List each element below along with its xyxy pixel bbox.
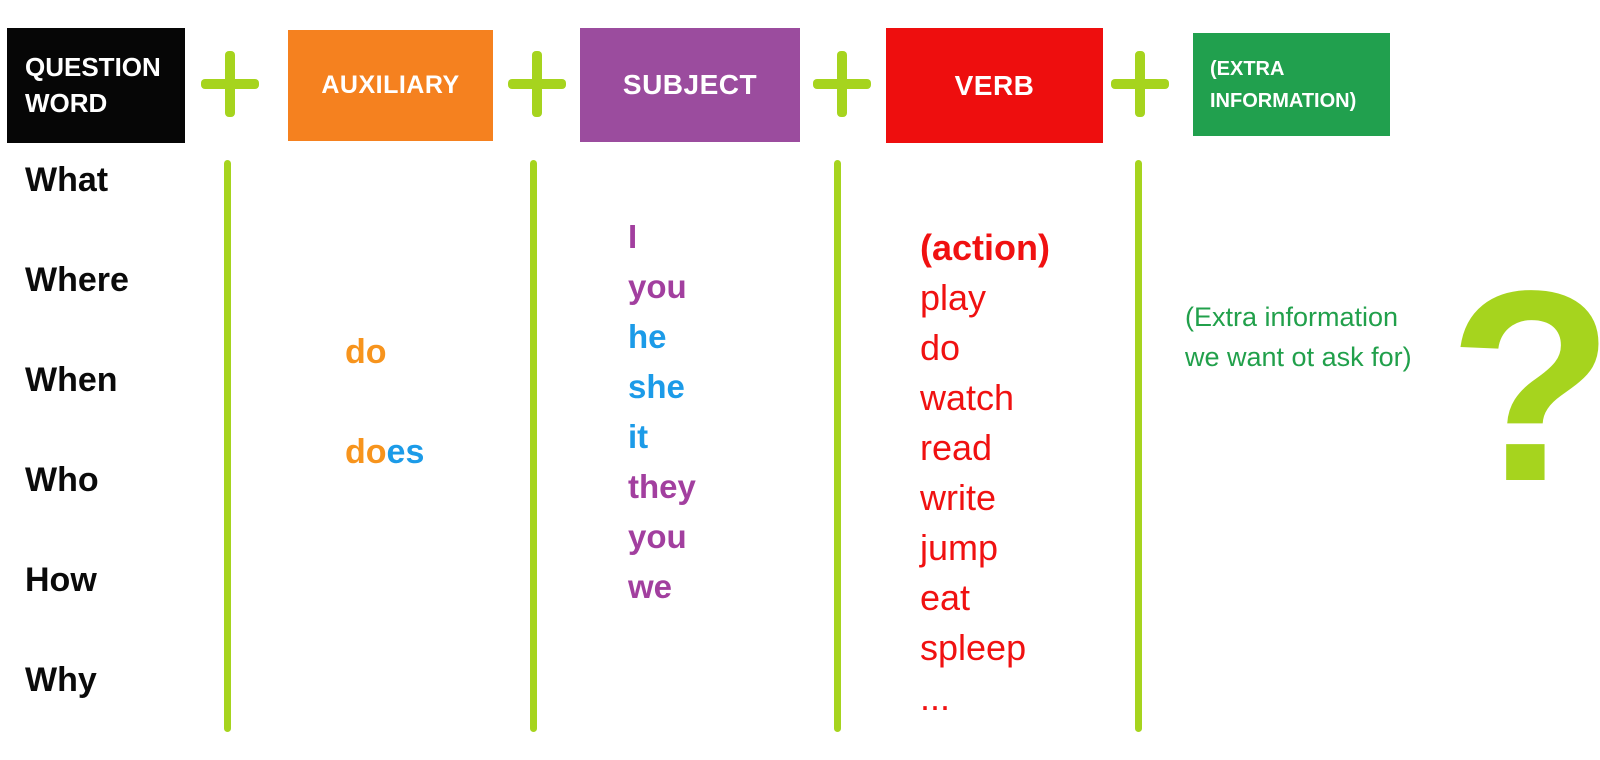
verb-item: ... (920, 677, 951, 718)
header-box-subject: SUBJECT (580, 28, 800, 142)
auxiliary-word-do: do (345, 327, 424, 427)
plus-icon (508, 51, 566, 117)
question-word: What (25, 161, 109, 199)
subject-pronoun: I (628, 218, 638, 255)
verb-item: jump (920, 527, 999, 568)
plus-icon (813, 51, 871, 117)
extra-information-note-line2: we want ot ask for) (1185, 342, 1412, 372)
auxiliary-word-does-stem: do (345, 433, 387, 471)
subject-pronoun: you (628, 268, 687, 305)
header-box-question-word-label: QUESTION WORD (25, 52, 161, 118)
plus-icon (1111, 51, 1169, 117)
verb-list: (action) play do watch read write jump e… (920, 223, 1050, 723)
plus-icon (201, 51, 259, 117)
verb-item: read (920, 427, 993, 468)
subject-pronoun: she (628, 368, 685, 405)
auxiliary-word-does-suffix: es (386, 433, 425, 471)
extra-information-note-line1: (Extra information (1185, 302, 1399, 332)
subject-pronoun: you (628, 518, 687, 555)
plus-icon-horizontal-bar (1111, 79, 1169, 89)
question-word: When (25, 361, 118, 399)
verb-item: play (920, 277, 987, 318)
question-word-list: What Where When Who How Why (25, 160, 129, 760)
column-divider (530, 160, 537, 732)
question-word: How (25, 561, 97, 599)
header-box-question-word: QUESTION WORD (7, 28, 185, 143)
header-box-verb-label: VERB (954, 69, 1035, 101)
verb-item: watch (920, 377, 1015, 418)
column-divider (224, 160, 231, 732)
header-box-verb: VERB (886, 28, 1103, 143)
header-box-auxiliary-label: AUXILIARY (321, 71, 460, 99)
question-word: Where (25, 261, 129, 299)
header-box-extra-information: (EXTRA INFORMATION) (1193, 33, 1390, 136)
verb-item: write (920, 477, 997, 518)
auxiliary-word-do-text: do (345, 333, 387, 371)
subject-pronoun: they (628, 468, 696, 505)
plus-icon-horizontal-bar (813, 79, 871, 89)
verb-item: spleep (920, 627, 1027, 668)
subject-pronoun: we (628, 568, 673, 605)
header-box-auxiliary: AUXILIARY (288, 30, 493, 141)
subject-list: I you he she it they you we (628, 212, 696, 612)
extra-information-note: (Extra information we want ot ask for) (1185, 297, 1412, 377)
auxiliary-list: do does (345, 327, 424, 527)
subject-pronoun: it (628, 418, 649, 455)
verb-item: do (920, 327, 961, 368)
plus-icon-horizontal-bar (508, 79, 566, 89)
question-word: Who (25, 461, 99, 499)
question-mark-icon: ? (1448, 234, 1600, 538)
question-word: Why (25, 661, 97, 699)
verb-action-label: (action) (920, 227, 1050, 268)
subject-pronoun: he (628, 318, 667, 355)
auxiliary-word-does: does (345, 427, 424, 527)
column-divider (1135, 160, 1142, 732)
header-box-extra-information-label: (EXTRA INFORMATION) (1210, 57, 1357, 112)
verb-item: eat (920, 577, 971, 618)
plus-icon-horizontal-bar (201, 79, 259, 89)
column-divider (834, 160, 841, 732)
header-box-subject-label: SUBJECT (622, 69, 758, 100)
